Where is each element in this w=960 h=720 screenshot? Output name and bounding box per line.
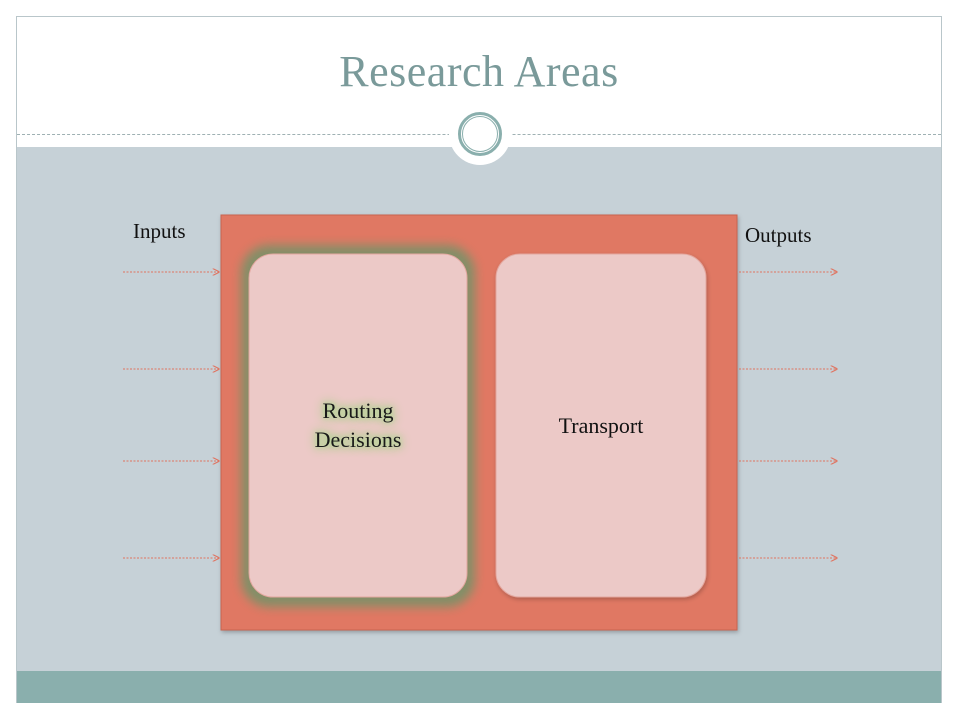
routing-decisions-box <box>248 253 468 598</box>
transport-box <box>495 253 707 598</box>
routing-decisions-text: Routing Decisions <box>314 398 402 452</box>
inputs-label: Inputs <box>133 219 186 243</box>
output-arrows <box>739 272 837 558</box>
circle-badge-inner-ring <box>462 116 498 152</box>
routing-decisions-label: Routing Decisions <box>249 396 467 454</box>
slide-title: Research Areas <box>339 47 619 96</box>
transport-label: Transport <box>558 413 644 438</box>
circle-badge-ring <box>458 112 502 156</box>
footer-band <box>17 671 941 703</box>
input-arrows <box>123 272 219 558</box>
outputs-label: Outputs <box>745 223 812 247</box>
